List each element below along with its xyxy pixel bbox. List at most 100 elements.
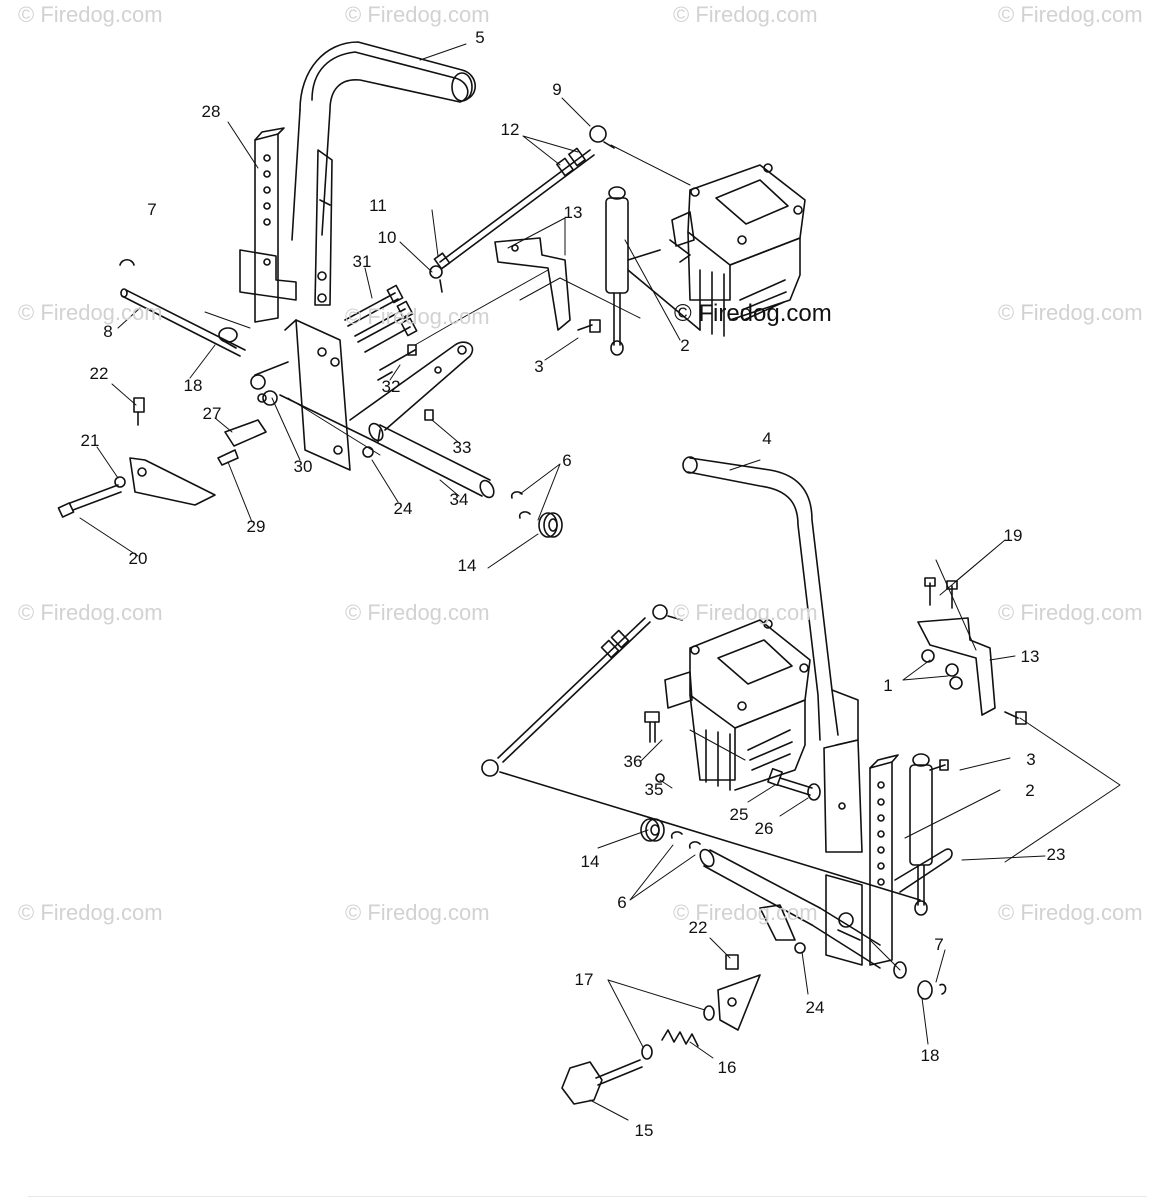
callout-label: 24 <box>805 998 825 1017</box>
callout-label: 26 <box>754 819 774 838</box>
callout-label: 12 <box>500 120 520 139</box>
shaft-bottom <box>699 848 933 1000</box>
callout-label: 30 <box>293 457 313 476</box>
callout-label: 6 <box>562 451 572 470</box>
clip-7-bottom <box>939 983 947 995</box>
clips-6-bottom <box>670 831 701 849</box>
control-rod-top <box>429 125 615 293</box>
nut-14-bottom <box>640 818 665 842</box>
callout-label: 8 <box>103 322 113 341</box>
callout-label: 18 <box>920 1046 940 1065</box>
washer-17a <box>703 1005 715 1021</box>
leader-lines-top <box>79 43 691 569</box>
callout-label: 21 <box>80 431 100 450</box>
callout-label: 33 <box>452 438 472 457</box>
knob-15 <box>561 1059 643 1105</box>
callout-label: 14 <box>580 852 600 871</box>
callout-label: 3 <box>1026 750 1036 769</box>
callout-label: 2 <box>1025 781 1035 800</box>
callout-label: 15 <box>634 1121 654 1140</box>
fitting-33 <box>424 409 434 421</box>
steering-handle-top <box>291 41 476 306</box>
nut-35 <box>655 773 665 783</box>
callout-label: 19 <box>1003 526 1023 545</box>
callout-label: 34 <box>449 490 469 509</box>
callout-label: 27 <box>202 404 222 423</box>
callout-label: 22 <box>89 364 109 383</box>
nuts-30 <box>250 361 289 406</box>
nut-14 <box>538 512 563 538</box>
watermark-text: © Firedog.com <box>345 600 490 625</box>
callout-label: 22 <box>688 918 708 937</box>
adjust-bar-right <box>825 754 899 966</box>
callout-label: 18 <box>183 376 203 395</box>
detent-plate-right <box>717 954 761 1031</box>
nuts-1 <box>921 649 963 690</box>
watermark-text: © Firedog.com <box>998 900 1143 925</box>
callout-label: 29 <box>246 517 266 536</box>
bracket-13-bottom <box>917 577 996 716</box>
bracket-13-top <box>494 237 571 331</box>
control-rod-bottom <box>481 604 921 901</box>
callout-label: 7 <box>147 200 157 219</box>
callout-label: 1 <box>883 676 893 695</box>
callout-label: 11 <box>369 196 387 215</box>
watermark-text: © Firedog.com <box>998 2 1143 27</box>
callout-label: 16 <box>717 1058 737 1077</box>
fitting-3-top <box>577 319 601 333</box>
adjust-bar-left <box>254 127 285 323</box>
hydro-pump-bottom <box>664 619 811 791</box>
leader-lines-bottom <box>589 459 1121 1121</box>
callout-label: 13 <box>563 203 583 222</box>
watermark-text: © Firedog.com <box>998 300 1143 325</box>
callout-label: 28 <box>201 102 221 121</box>
bottom-divider <box>28 1196 1147 1197</box>
shaft-left <box>120 288 246 357</box>
callout-label: 7 <box>934 935 944 954</box>
watermark-text: © Firedog.com <box>673 900 818 925</box>
callout-label: 3 <box>534 357 544 376</box>
watermark-text: © Firedog.com <box>18 300 163 325</box>
watermark-text: © Firedog.com <box>673 2 818 27</box>
callout-label: 5 <box>475 28 485 47</box>
gas-spring-top <box>605 186 701 356</box>
callout-label: 9 <box>552 80 562 99</box>
watermark-text: © Firedog.com <box>673 600 818 625</box>
callout-label: 10 <box>377 228 397 247</box>
nut-24 <box>362 446 374 458</box>
bushing-18 <box>218 327 238 349</box>
callout-label: 6 <box>617 893 627 912</box>
watermark-text: © Firedog.com <box>345 304 490 329</box>
pivot-bottom <box>759 904 861 941</box>
callout-label: 31 <box>352 252 372 271</box>
hydro-pump-top <box>669 163 806 337</box>
steering-handle-bottom <box>682 456 863 853</box>
callout-label: 23 <box>1046 845 1066 864</box>
watermark-text: © Firedog.com <box>18 600 163 625</box>
washer-17b <box>641 1044 653 1060</box>
gas-spring-bottom <box>894 753 953 916</box>
latch-27 <box>217 419 267 466</box>
detent-plate-left <box>129 397 216 506</box>
watermark-text: © Firedog.com <box>18 900 163 925</box>
callout-label: 4 <box>762 429 772 448</box>
pivot-arm-left <box>349 341 474 443</box>
clip <box>119 258 135 266</box>
nut-24-bottom <box>794 942 806 954</box>
watermark-text: © Firedog.com <box>18 2 163 27</box>
bolts-31 <box>344 284 418 353</box>
clips-6 <box>510 491 531 519</box>
callout-label: 14 <box>457 556 477 575</box>
spring-16 <box>661 1029 699 1047</box>
watermark-text: © Firedog.com <box>345 2 490 27</box>
bolt-20 <box>57 476 126 518</box>
callout-label: 24 <box>393 499 413 518</box>
callout-label: 20 <box>128 549 148 568</box>
bolt-25 <box>767 767 821 801</box>
callout-label: 13 <box>1020 647 1040 666</box>
watermark-text: © Firedog.com <box>998 600 1143 625</box>
watermark-text: © Firedog.com <box>345 900 490 925</box>
callout-label: 36 <box>623 752 643 771</box>
callout-label: 2 <box>680 336 690 355</box>
